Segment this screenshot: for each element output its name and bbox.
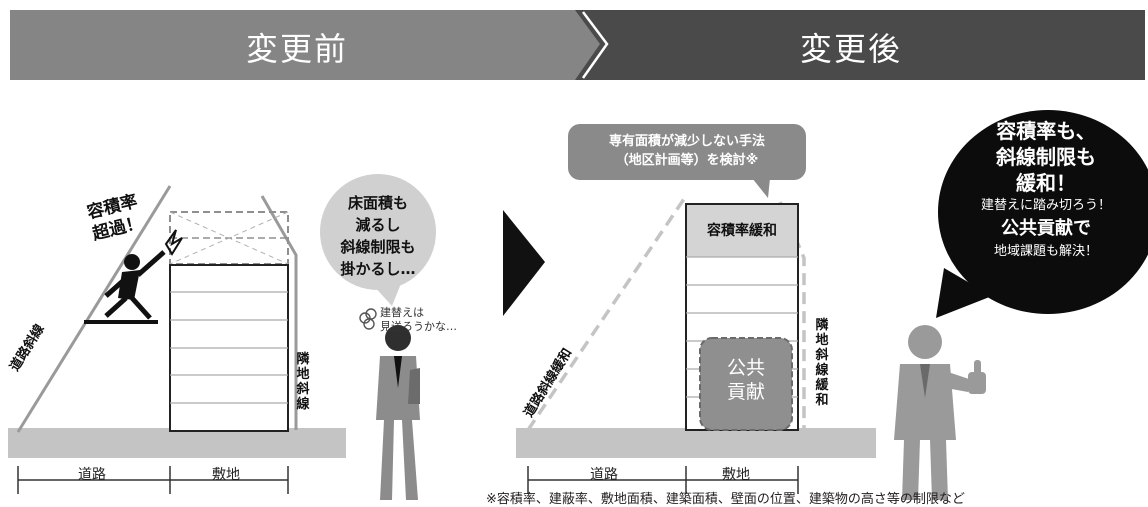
thought-bubble-text: 床面積も減るし 斜線制限も掛かるし… xyxy=(340,194,416,278)
method-callout-text: 専有面積が減少しない手法（地区計画等）を検討※ xyxy=(608,134,765,168)
speech-bubble-text: 容積率も、 斜線制限も 緩和！ 建替えに踏み切ろう！ 公共貢献で 地域課題も解決… xyxy=(980,119,1111,259)
ground-before xyxy=(8,428,346,458)
thought-bubble-before xyxy=(320,174,436,290)
relaxed-floor-area xyxy=(687,205,797,257)
murmur-text: 建替えは見送ろうかな… xyxy=(380,306,457,333)
header-divider-chevron xyxy=(581,11,609,79)
transition-arrow xyxy=(503,210,545,316)
relaxed-ratio-label: 容積率緩和 xyxy=(707,223,777,239)
road-setback-line-before xyxy=(16,185,172,433)
thinking-man-icon xyxy=(376,325,420,500)
site-dimension-label-after: 敷地 xyxy=(722,467,750,483)
public-contribution-box xyxy=(699,337,793,431)
road-dimension-label-after: 道路 xyxy=(590,467,618,483)
site-dimension-label-before: 敷地 xyxy=(212,467,240,483)
impact-burst-icon xyxy=(164,229,183,256)
thinking-cloud-icon xyxy=(359,308,377,330)
footnote: ※容積率、建蔽率、敷地面積、建築面積、壁面の位置、建築物の高さ等の制限など xyxy=(486,492,965,507)
after-header-bg xyxy=(575,10,1145,80)
public-contribution-label: 公共貢献 xyxy=(726,357,765,403)
ground-after xyxy=(516,428,876,458)
method-callout xyxy=(568,124,806,180)
road-setback-relaxed-line xyxy=(526,195,688,431)
after-heading: 変更後 xyxy=(800,30,903,68)
before-header-bg xyxy=(10,10,610,80)
adjacent-setback-line-before xyxy=(260,195,298,430)
thumbs-up-man-icon xyxy=(894,325,986,500)
road-dimension-label-before: 道路 xyxy=(78,467,106,483)
before-heading: 変更前 xyxy=(246,30,349,68)
struggling-person-icon xyxy=(104,250,166,320)
speech-bubble-after xyxy=(938,110,1148,314)
adjacent-setback-label-before: 隣地 斜線 xyxy=(296,352,310,412)
adjacent-setback-label-after: 隣地 斜線 緩和 xyxy=(815,318,829,408)
